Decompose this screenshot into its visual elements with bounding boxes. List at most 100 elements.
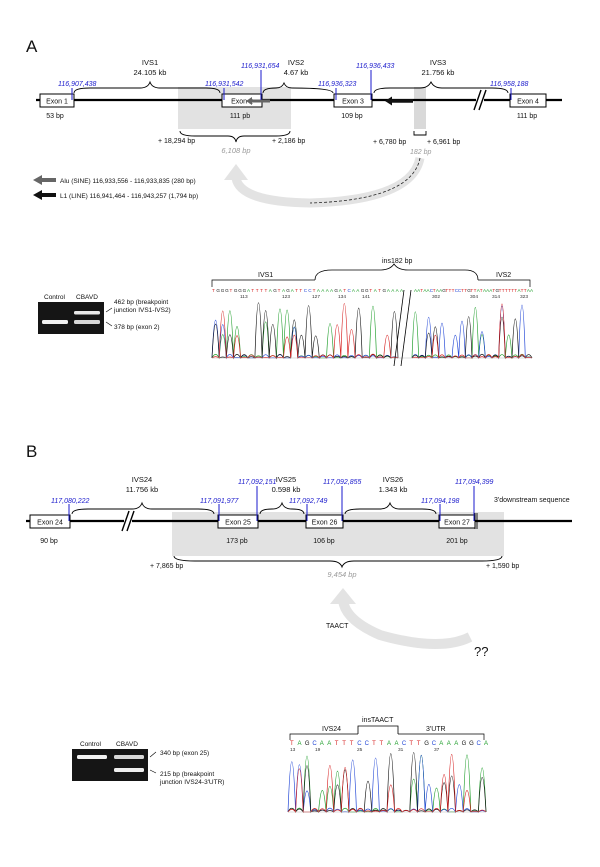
gel-b-band-control <box>77 755 107 759</box>
exon-1 <box>39 93 75 108</box>
panel-b-insert-seq: TAACT <box>326 623 349 630</box>
ivs1-size: 24.105 kb <box>134 68 167 77</box>
panel-a-break-mark <box>473 89 487 111</box>
panel-b-deletion-size: 9,454 bp <box>327 570 356 579</box>
exon-25 <box>217 514 259 529</box>
panel-a-insert-left-flank: + 6,780 bp <box>373 139 406 146</box>
seq-position-number: 123 <box>282 294 290 300</box>
gel-b-band-215-label: 215 bp (breakpoint <box>160 771 214 778</box>
gel-b-band-215-label-2: junction IVS24-3'UTR) <box>159 779 224 786</box>
ivs24-size: 11.756 kb <box>126 485 158 494</box>
gel-b-band-340 <box>114 755 144 759</box>
exon-4-label: Exon 4 <box>517 99 539 106</box>
l1-legend-text: L1 (LINE) 116,941,464 - 116,943,257 (1,7… <box>60 193 198 200</box>
panel-b-left-flank: + 7,865 bp <box>150 563 183 570</box>
panel-b-right-flank: + 1,590 bp <box>486 563 519 570</box>
exon-4 <box>509 93 547 108</box>
pos-117091977: 117,091,977 <box>200 498 240 505</box>
ivs24-name: IVS24 <box>132 475 152 484</box>
pos-116931654: 116,931,654 <box>241 63 280 70</box>
ivs26-size: 1.343 kb <box>379 485 408 494</box>
trace-a <box>211 302 533 360</box>
exon-27-size: 201 bp <box>446 538 468 545</box>
exon-26-label: Exon 26 <box>312 520 338 527</box>
downstream-label: 3'downstream sequence <box>494 497 570 504</box>
gel-a-control-label: Control <box>44 294 66 301</box>
gel-a-band-378 <box>74 320 100 324</box>
pos-117094399: 117,094,399 <box>455 479 494 486</box>
gel-a-cbavd-label: CBAVD <box>76 294 98 301</box>
ivs26-brace <box>344 501 437 515</box>
ivs1-name: IVS1 <box>142 58 158 67</box>
panel-a-deletion-size: 6,108 bp <box>221 146 250 155</box>
alu-legend-text: Alu (SINE) 116,933,556 - 116,933,835 (28… <box>60 178 196 185</box>
panel-a-label: A <box>26 37 38 56</box>
seq-position-number: 302 <box>432 294 440 300</box>
seq-a-ivs2-label: IVS2 <box>496 272 511 279</box>
gel-b-cbavd-label: CBAVD <box>116 741 138 748</box>
seq-position-number: 134 <box>338 294 346 300</box>
gel-a <box>38 302 104 334</box>
pos-116936433: 116,936,433 <box>356 63 395 70</box>
seq-a-right: AATAACTAAGTTTCCTTGTTATAAATGTTTTTTATTAA <box>414 288 534 293</box>
seq-b-utr-label: 3'UTR <box>426 726 446 733</box>
exon-3-size: 109 bp <box>341 113 363 120</box>
panel-a-deletion-brace <box>179 130 291 143</box>
pos-117092749: 117,092,749 <box>289 498 328 505</box>
panel-a-right-flank: + 2,186 bp <box>272 138 305 145</box>
exon-1-label: Exon 1 <box>46 99 68 106</box>
alu-legend-icon <box>33 175 56 185</box>
gel-b-band-340-label: 340 bp (exon 25) <box>160 750 209 757</box>
seq-b-ivs24-label: IVS24 <box>322 726 341 733</box>
panel-a-insert-bracket <box>413 131 427 136</box>
ivs1-brace <box>73 80 221 94</box>
panel-a-insert-region <box>414 87 426 129</box>
panel-a-insertion-arrow-band <box>231 156 425 208</box>
seq-position-number: 13 <box>290 747 296 753</box>
panel-a-l1-arrow <box>385 96 413 106</box>
seq-position-number: 323 <box>520 294 528 300</box>
seq-position-number: 127 <box>312 294 320 300</box>
panel-a-position-ticks <box>71 70 512 100</box>
exon-3-label: Exon 3 <box>342 99 364 106</box>
pos-116958188: 116,958,188 <box>490 81 529 88</box>
pos-116936323: 116,936,323 <box>318 81 357 88</box>
seq-position-number: 31 <box>398 747 404 753</box>
ivs25-brace <box>259 501 305 515</box>
panel-a-deleted-region <box>178 87 291 129</box>
trace-b <box>287 752 487 814</box>
panel-a-insert-right-flank: + 6,961 bp <box>427 139 460 146</box>
pos-117094198: 117,094,198 <box>421 498 460 505</box>
seq-b-ins-label: insTAACT <box>362 717 394 724</box>
gel-a-band-462 <box>74 311 100 315</box>
seq-position-number: 113 <box>240 294 248 300</box>
panel-a-insertion-arrow-head <box>224 164 248 180</box>
panel-b-insertion-arrow-head <box>330 588 356 604</box>
seq-position-number: 37 <box>434 747 440 753</box>
exon-27-label: Exon 27 <box>444 520 470 527</box>
panel-b-break-mark <box>121 510 135 532</box>
gel-b-control-label: Control <box>80 741 102 748</box>
ivs3-brace <box>373 80 509 94</box>
seq-position-number: 25 <box>357 747 363 753</box>
panel-a-insertion-arrow-dashed <box>309 157 421 204</box>
seq-a-ins-label: ins182 bp <box>382 258 412 265</box>
panel-b-label: B <box>26 442 37 461</box>
panel-b-position-ticks <box>68 486 475 521</box>
pos-117080222: 117,080,222 <box>51 498 90 505</box>
exon-3 <box>333 93 373 108</box>
gel-a-band-control <box>42 320 68 324</box>
pos-116907438: 116,907,438 <box>58 81 97 88</box>
exon-2-label: Exon 2 <box>231 99 253 106</box>
exon-27 <box>438 514 476 529</box>
seq-a-ivs1-label: IVS1 <box>258 272 273 279</box>
exon-2-size: 111 pb <box>230 113 250 120</box>
gel-b <box>72 749 148 781</box>
trace-line <box>287 752 487 814</box>
seq-position-number: 314 <box>492 294 500 300</box>
